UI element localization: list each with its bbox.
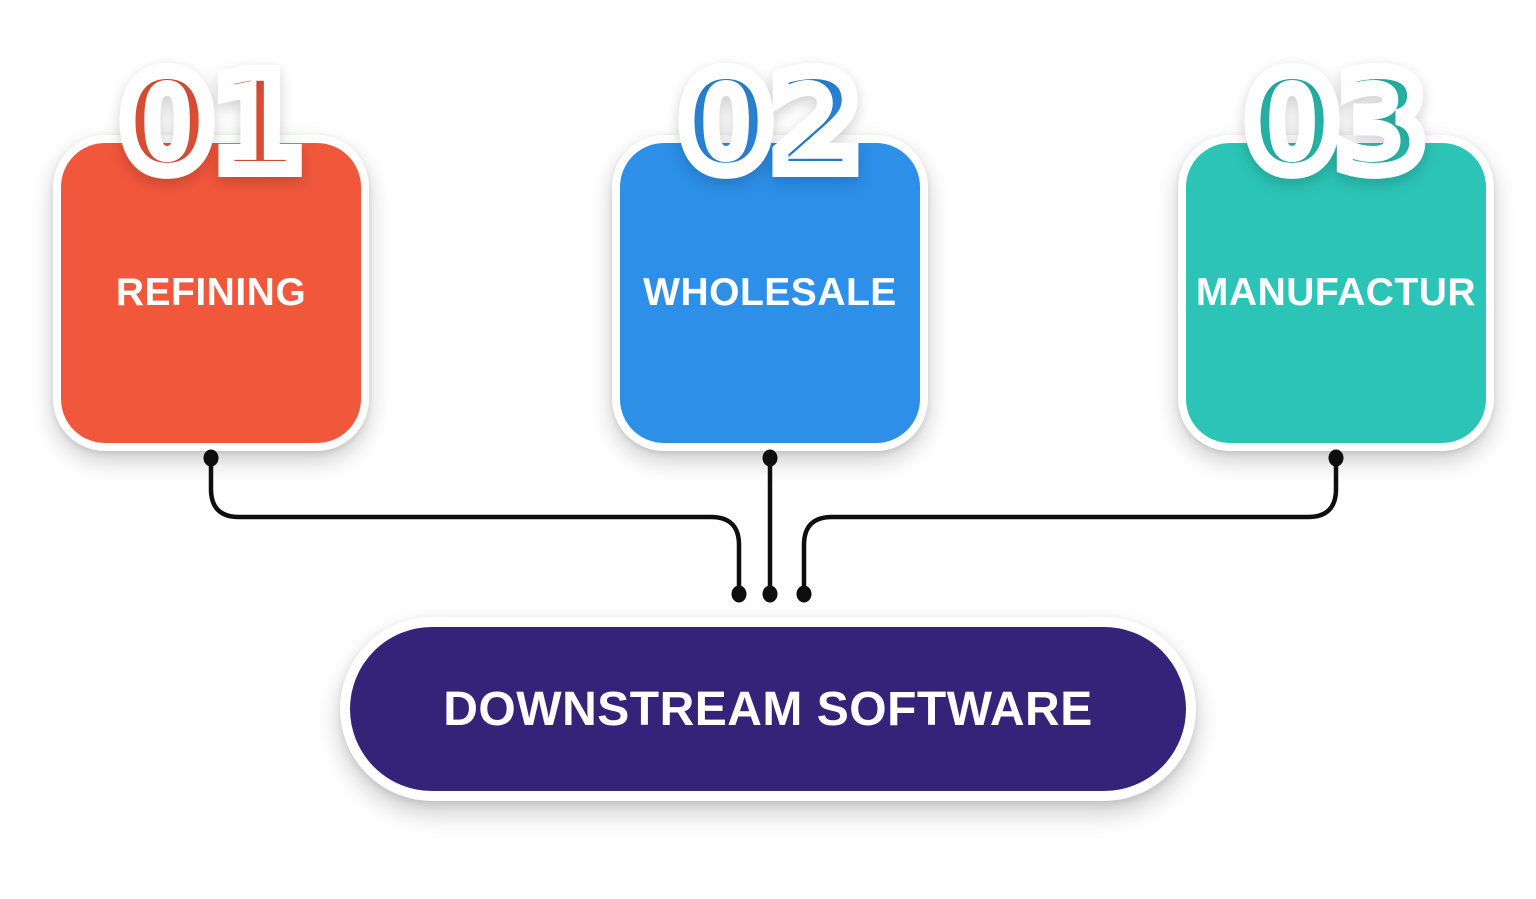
step-number-text: 02 [680,47,862,201]
step-card-manufactur: 03 03 MANUFACTUR [1178,50,1494,451]
connector-left-path [208,454,742,593]
step-number-01: 01 01 [113,47,311,201]
connector-right-path [801,454,1339,593]
step-number-outline: 02 [672,47,870,201]
connector-dot [203,449,219,467]
downstream-software-pill: DOWNSTREAM SOFTWARE [340,617,1196,801]
connector-dot [762,585,778,603]
step-number-02: 02 02 [672,47,870,201]
step-label-wholesale: WHOLESALE [643,271,897,314]
step-label-manufactur: MANUFACTUR [1195,271,1477,314]
downstream-software-label: DOWNSTREAM SOFTWARE [443,682,1093,736]
connector-dot [1328,449,1344,467]
step-card-refining: 01 01 REFINING [53,50,369,451]
connector-dot [731,585,747,603]
step-number-text: 03 [1246,47,1428,201]
step-number-outline: 01 [113,47,311,201]
step-label-refining: REFINING [115,271,307,314]
step-number-03: 03 03 [1238,47,1436,201]
connector-dot [796,585,812,603]
step-number-outline: 03 [1238,47,1436,201]
step-card-wholesale: 02 02 WHOLESALE [612,50,928,451]
connector-dot [762,449,778,467]
step-number-text: 01 [121,47,303,201]
